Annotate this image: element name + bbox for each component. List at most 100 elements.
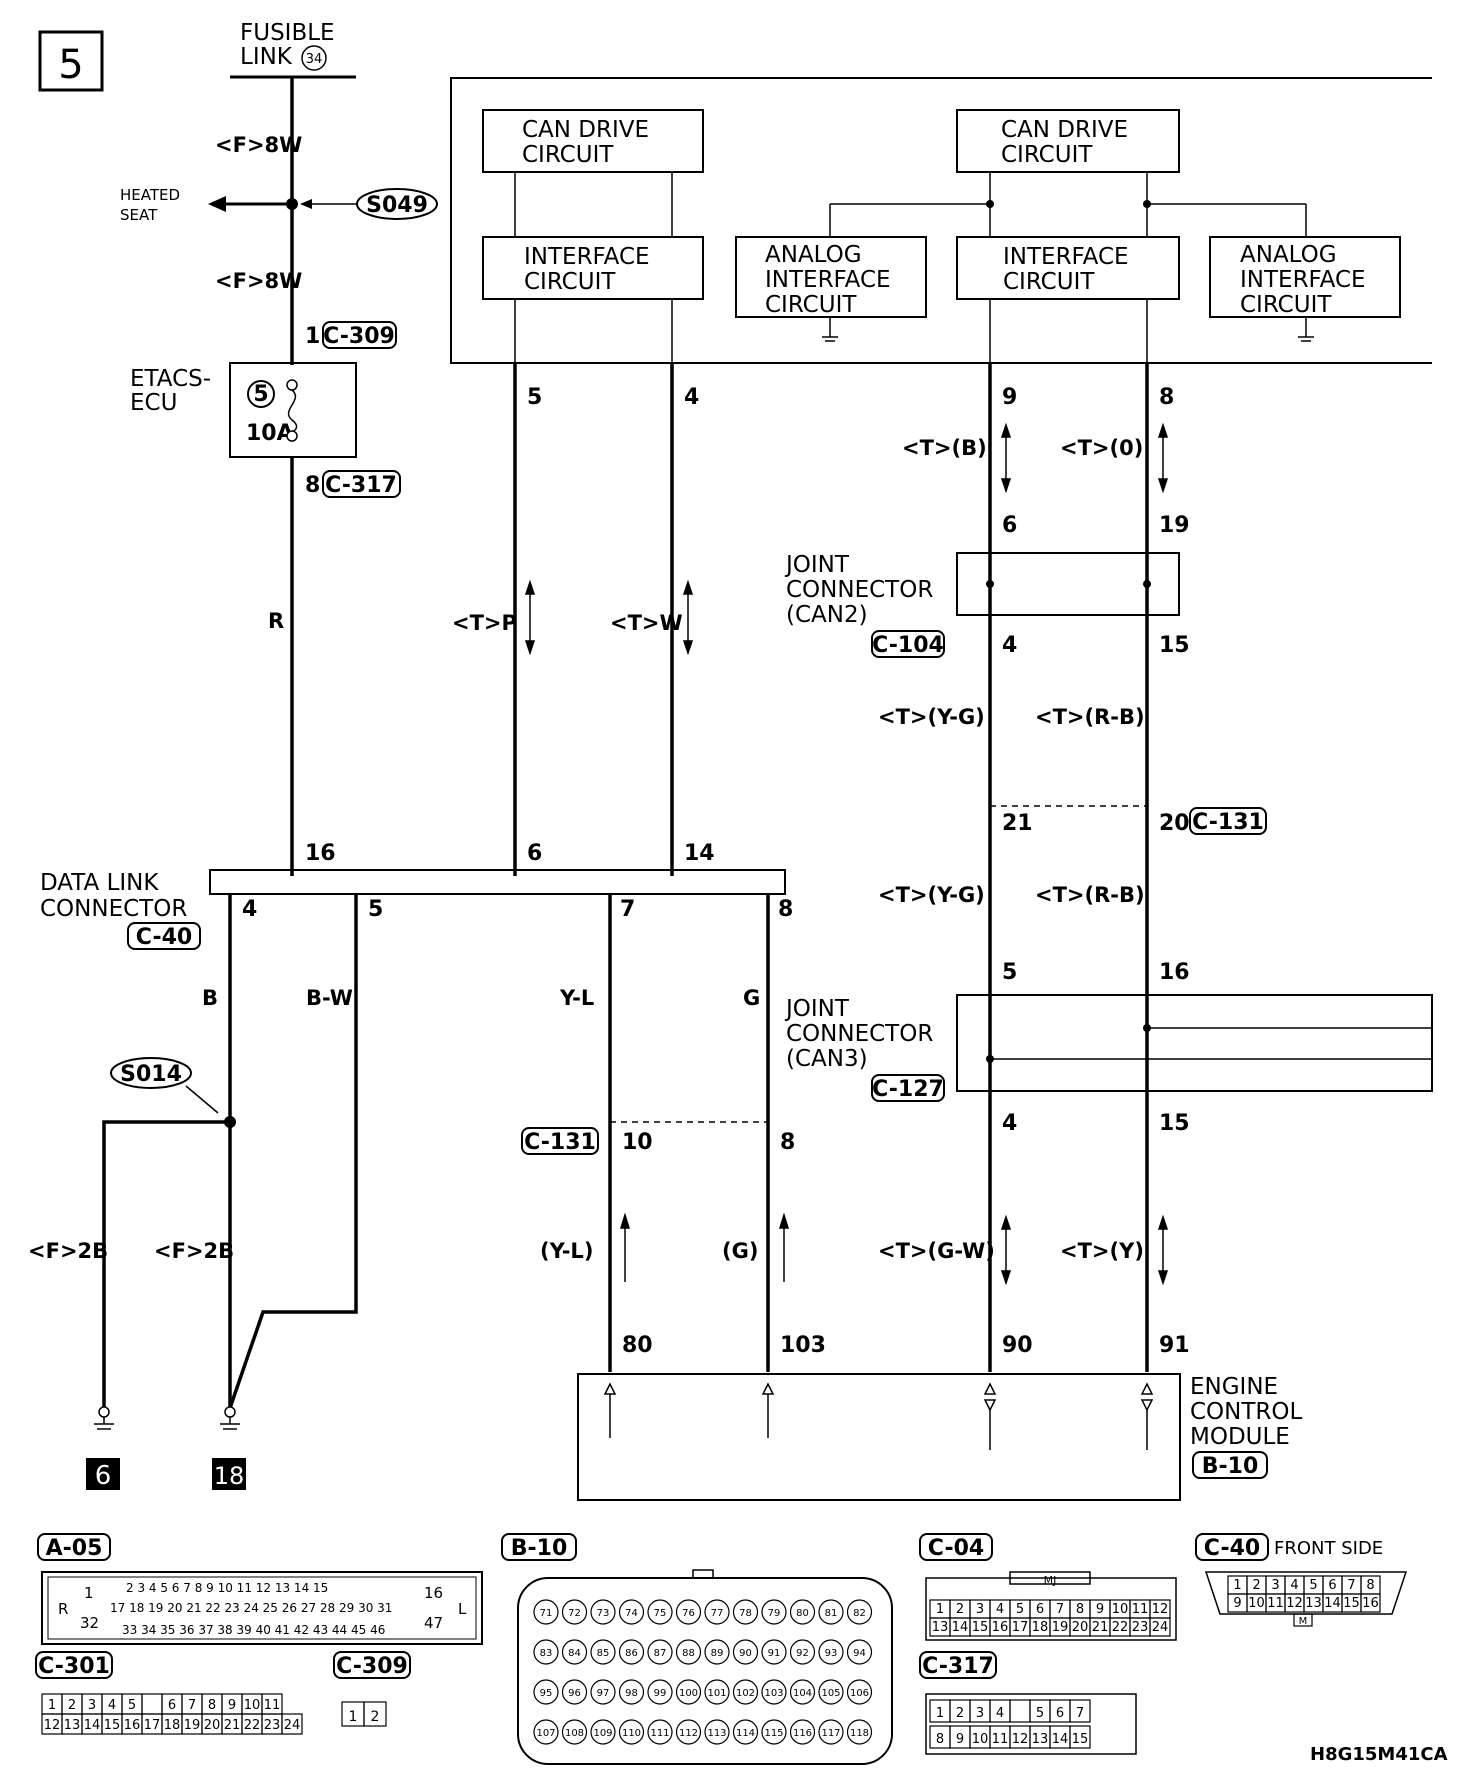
j2-out-a: 4 <box>1002 633 1017 658</box>
c301-cell <box>141 1693 163 1715</box>
wire-tgw: <T>(G-W) <box>878 1239 995 1263</box>
c40-key <box>1293 1613 1313 1627</box>
conn-c317-name: C-317 <box>922 1654 994 1679</box>
c317-cell-label: 13 <box>1032 1732 1049 1747</box>
b10-pin-label: 80 <box>796 1608 809 1619</box>
b10-pin <box>618 1599 645 1625</box>
j3-out-a: 4 <box>1002 1111 1017 1136</box>
heated-seat-arrow <box>208 196 226 212</box>
ground-right-badge <box>212 1458 246 1490</box>
joint3-conn: C-127 <box>872 1077 944 1102</box>
analog-right-2: INTERFACE <box>1240 267 1366 293</box>
c04-cell-label: 3 <box>976 1602 984 1617</box>
c301-cell-label: 22 <box>244 1718 261 1733</box>
b10-pin-label: 73 <box>597 1608 610 1619</box>
c131-pin-8: 8 <box>780 1130 795 1155</box>
etacs-label-2: ECU <box>130 390 177 416</box>
analog-left-node <box>986 200 994 208</box>
c04-cell-label: 8 <box>1076 1602 1084 1617</box>
b10-pin-label: 116 <box>793 1728 812 1739</box>
b10-pin-label: 75 <box>654 1608 667 1619</box>
iface-right-box <box>956 236 1180 300</box>
conn-c40-side: FRONT SIDE <box>1274 1538 1383 1559</box>
b10-pin <box>818 1719 844 1745</box>
badge-a05 <box>37 1533 111 1561</box>
c04-cell-label: 23 <box>1132 1620 1149 1635</box>
badge-c301 <box>35 1651 113 1679</box>
c301-cell-label: 10 <box>244 1698 261 1713</box>
b10-pin <box>590 1679 616 1705</box>
fusible-label-2: LINK <box>240 44 293 70</box>
b10-pin <box>647 1639 673 1665</box>
conn-c04-mj: MJ <box>1044 1574 1057 1587</box>
c04-cell-label: 14 <box>952 1620 969 1635</box>
b10-pin <box>618 1679 645 1705</box>
etacs-fuse-rating: 10A <box>246 421 294 446</box>
splice-s014-oval <box>110 1057 192 1089</box>
c40-cell-label: 3 <box>1271 1578 1279 1593</box>
conn-b10-badge <box>1192 1451 1268 1479</box>
c04-cell-label: 11 <box>1132 1602 1149 1617</box>
wire-r: R <box>268 609 284 633</box>
dlc-label-2: CONNECTOR <box>40 896 187 922</box>
b10-pin-label: 99 <box>654 1688 667 1699</box>
b10-pin-label: 113 <box>707 1728 726 1739</box>
can-drive-right-2: CIRCUIT <box>1001 142 1093 168</box>
dlc-pin-6: 6 <box>527 841 542 866</box>
conn-c131-right: C-131 <box>1192 810 1264 835</box>
b10-pin-label: 97 <box>597 1688 610 1699</box>
b10-pin-label: 93 <box>825 1648 838 1659</box>
ground-left-num: 6 <box>95 1461 112 1491</box>
can-drive-right-1: CAN DRIVE <box>1001 117 1128 143</box>
b10-pin-label: 94 <box>853 1648 866 1659</box>
c317-cell-label: 2 <box>956 1706 964 1721</box>
conn-a05-left-b: 32 <box>80 1614 99 1632</box>
c317-cell-label: 1 <box>936 1706 944 1721</box>
c40-cell-label: 15 <box>1343 1596 1360 1611</box>
b10-pin-label: 81 <box>825 1608 838 1619</box>
b10-pin-label: 85 <box>597 1648 610 1659</box>
c317-cell-label: 5 <box>1036 1706 1044 1721</box>
b10-pin <box>561 1719 588 1745</box>
wire-to: <T>(0) <box>1060 436 1143 460</box>
diagram-code: H8G15M41CA <box>1310 1744 1448 1765</box>
c301-cell-label: 20 <box>204 1718 221 1733</box>
b10-pin <box>704 1719 730 1745</box>
wire-tyg2: <T>(Y-G) <box>878 883 985 907</box>
b10-pin-label: 71 <box>540 1608 553 1619</box>
c04-cell-label: 13 <box>932 1620 949 1635</box>
c04-cell <box>1149 1617 1171 1637</box>
c40-cell-label: 1 <box>1233 1578 1241 1593</box>
c301-cell-label: 6 <box>168 1698 176 1713</box>
b10-pin <box>818 1679 844 1705</box>
dlc-pin-5: 5 <box>368 897 383 922</box>
joint2-label-3: (CAN2) <box>786 602 868 628</box>
c04-cell-label: 10 <box>1112 1602 1129 1617</box>
conn-a05-right-b: 47 <box>424 1614 443 1632</box>
b10-pin <box>761 1679 787 1705</box>
wire-yl-paren: (Y-L) <box>540 1239 593 1263</box>
can-drive-left-box <box>482 109 704 173</box>
c40-cell-label: 13 <box>1305 1596 1322 1611</box>
c309-cell-label: 2 <box>371 1709 380 1725</box>
heated-seat-label-1: HEATED <box>120 186 180 204</box>
iface-left-box <box>482 236 704 300</box>
wire-bw-label: B-W <box>306 986 353 1010</box>
pin-5: 5 <box>527 385 542 410</box>
conn-c131-left: C-131 <box>524 1130 596 1155</box>
b10-pin <box>704 1679 730 1705</box>
ecm-label-3: MODULE <box>1190 1424 1290 1450</box>
c04-cell-label: 20 <box>1072 1620 1089 1635</box>
ground-left-badge <box>86 1458 120 1490</box>
analog-left-box <box>735 236 927 318</box>
c317-cell <box>1009 1699 1031 1723</box>
ecm-pin-80: 80 <box>622 1333 653 1358</box>
b10-pin-label: 87 <box>654 1648 667 1659</box>
b10-pin <box>732 1599 759 1625</box>
c317-cell-label: 12 <box>1012 1732 1029 1747</box>
